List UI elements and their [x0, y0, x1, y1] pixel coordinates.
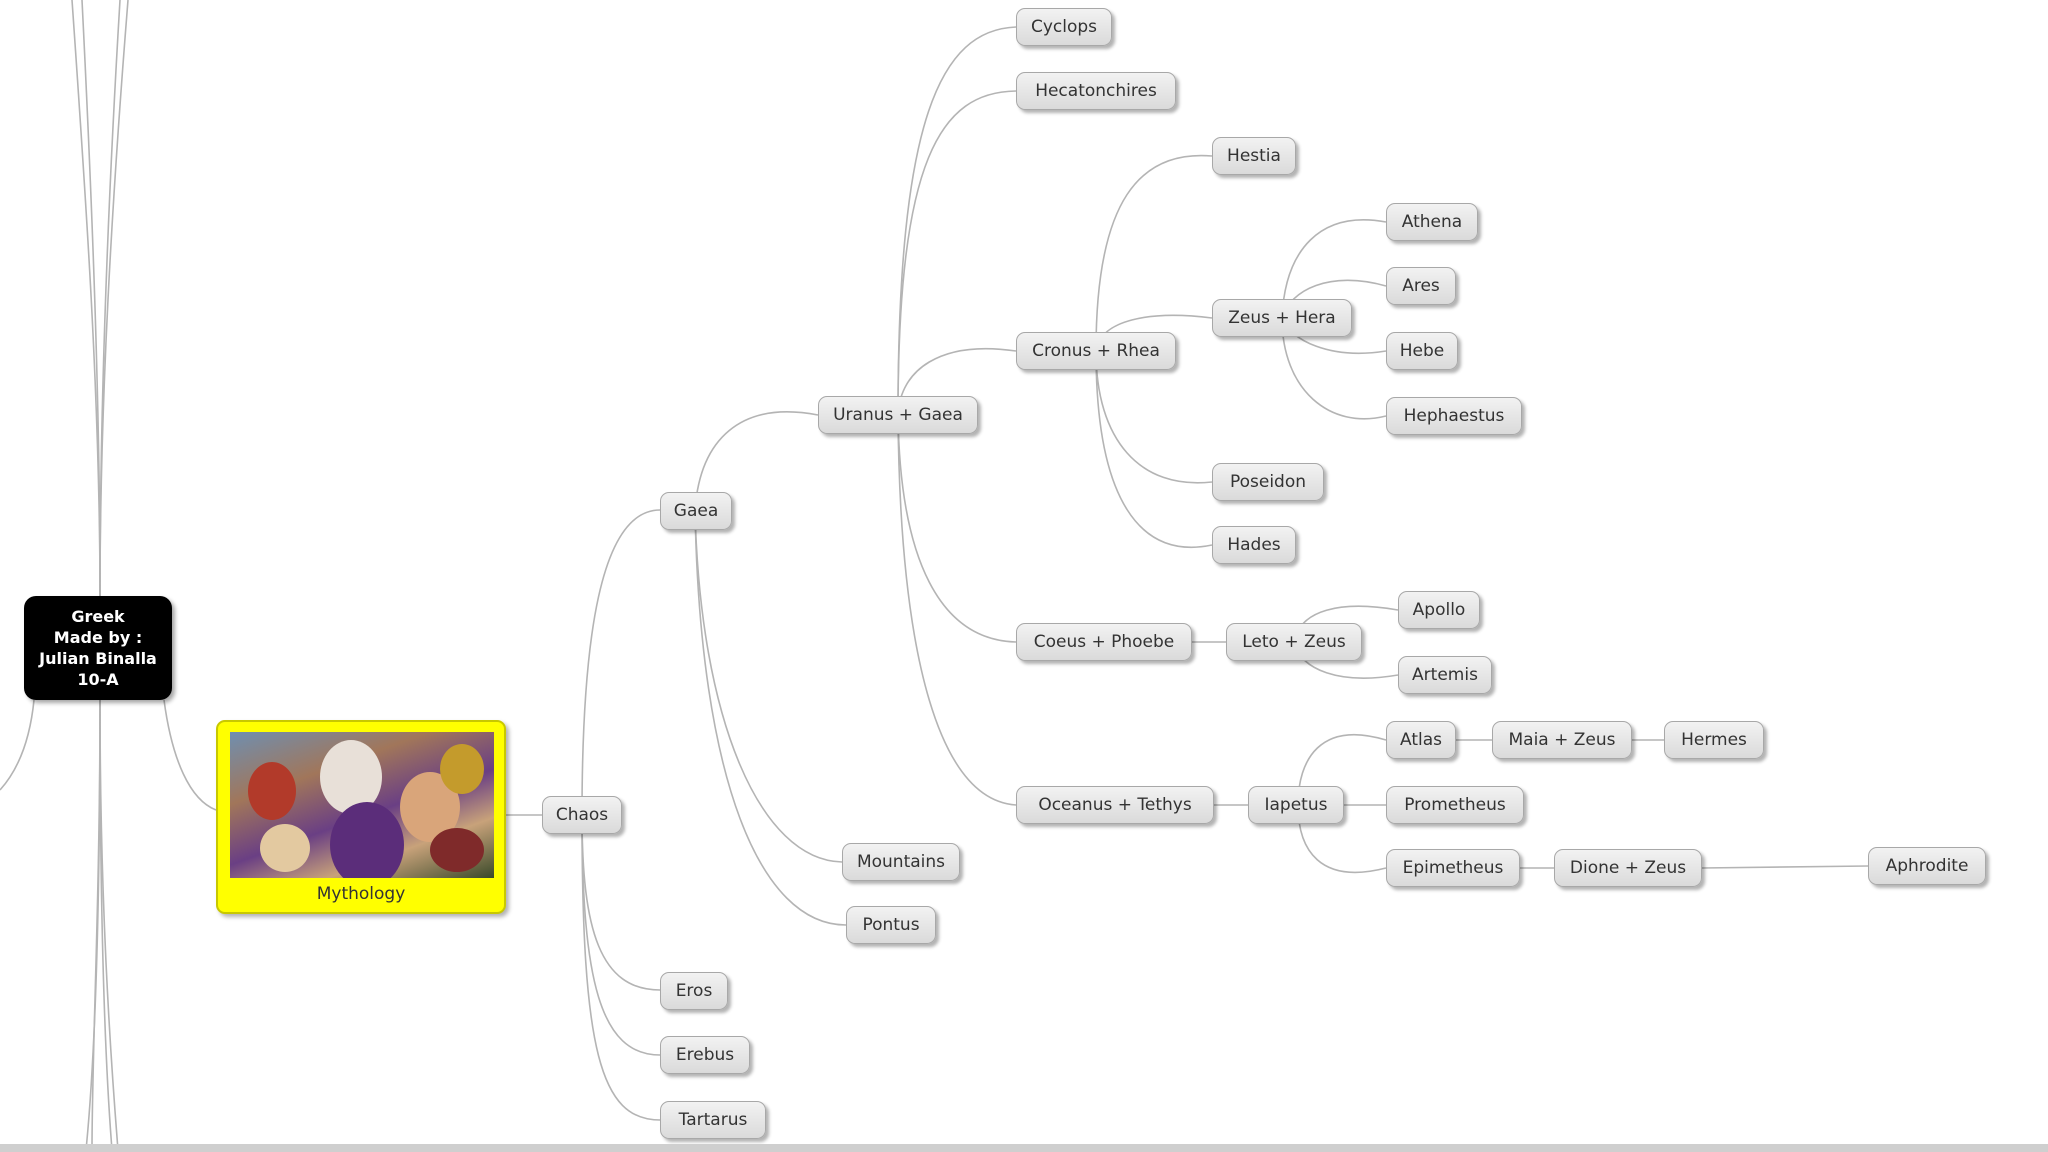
node-atlas[interactable]: Atlas	[1386, 721, 1456, 759]
mythology-image-node[interactable]: Mythology	[216, 720, 506, 914]
node-pontus[interactable]: Pontus	[846, 906, 936, 944]
node-artemis[interactable]: Artemis	[1398, 656, 1492, 694]
node-cronus-rhea[interactable]: Cronus + Rhea	[1016, 332, 1176, 370]
root-made-by: Made by :	[53, 628, 143, 647]
node-maia-zeus[interactable]: Maia + Zeus	[1492, 721, 1632, 759]
node-iapetus[interactable]: Iapetus	[1248, 786, 1344, 824]
root-title: Greek	[71, 607, 125, 626]
node-hades[interactable]: Hades	[1212, 526, 1296, 564]
node-apollo[interactable]: Apollo	[1398, 591, 1480, 629]
node-ares[interactable]: Ares	[1386, 267, 1456, 305]
node-tartarus[interactable]: Tartarus	[660, 1101, 766, 1139]
node-gaea[interactable]: Gaea	[660, 492, 732, 530]
mythology-picture	[230, 732, 494, 878]
node-hecatonchires[interactable]: Hecatonchires	[1016, 72, 1176, 110]
node-chaos[interactable]: Chaos	[542, 796, 622, 834]
node-eros[interactable]: Eros	[660, 972, 728, 1010]
node-coeus-phoebe[interactable]: Coeus + Phoebe	[1016, 623, 1192, 661]
node-hermes[interactable]: Hermes	[1664, 721, 1764, 759]
node-zeus-hera[interactable]: Zeus + Hera	[1212, 299, 1352, 337]
root-node[interactable]: Greek Made by : Julian Binalla 10-A	[24, 596, 172, 700]
node-hephaestus[interactable]: Hephaestus	[1386, 397, 1522, 435]
mythology-caption: Mythology	[316, 884, 406, 904]
node-aphrodite[interactable]: Aphrodite	[1868, 847, 1986, 885]
node-oceanus-tethys[interactable]: Oceanus + Tethys	[1016, 786, 1214, 824]
node-epimetheus[interactable]: Epimetheus	[1386, 849, 1520, 887]
node-erebus[interactable]: Erebus	[660, 1036, 750, 1074]
node-prometheus[interactable]: Prometheus	[1386, 786, 1524, 824]
bottom-scrollbar[interactable]	[0, 1144, 2048, 1152]
node-hebe[interactable]: Hebe	[1386, 332, 1458, 370]
node-hestia[interactable]: Hestia	[1212, 137, 1296, 175]
root-section: 10-A	[77, 670, 119, 689]
node-uranus-gaea[interactable]: Uranus + Gaea	[818, 396, 978, 434]
node-poseidon[interactable]: Poseidon	[1212, 463, 1324, 501]
node-dione-zeus[interactable]: Dione + Zeus	[1554, 849, 1702, 887]
node-leto-zeus[interactable]: Leto + Zeus	[1226, 623, 1362, 661]
node-cyclops[interactable]: Cyclops	[1016, 8, 1112, 46]
node-athena[interactable]: Athena	[1386, 203, 1478, 241]
node-mountains[interactable]: Mountains	[842, 843, 960, 881]
root-author: Julian Binalla	[39, 649, 157, 668]
